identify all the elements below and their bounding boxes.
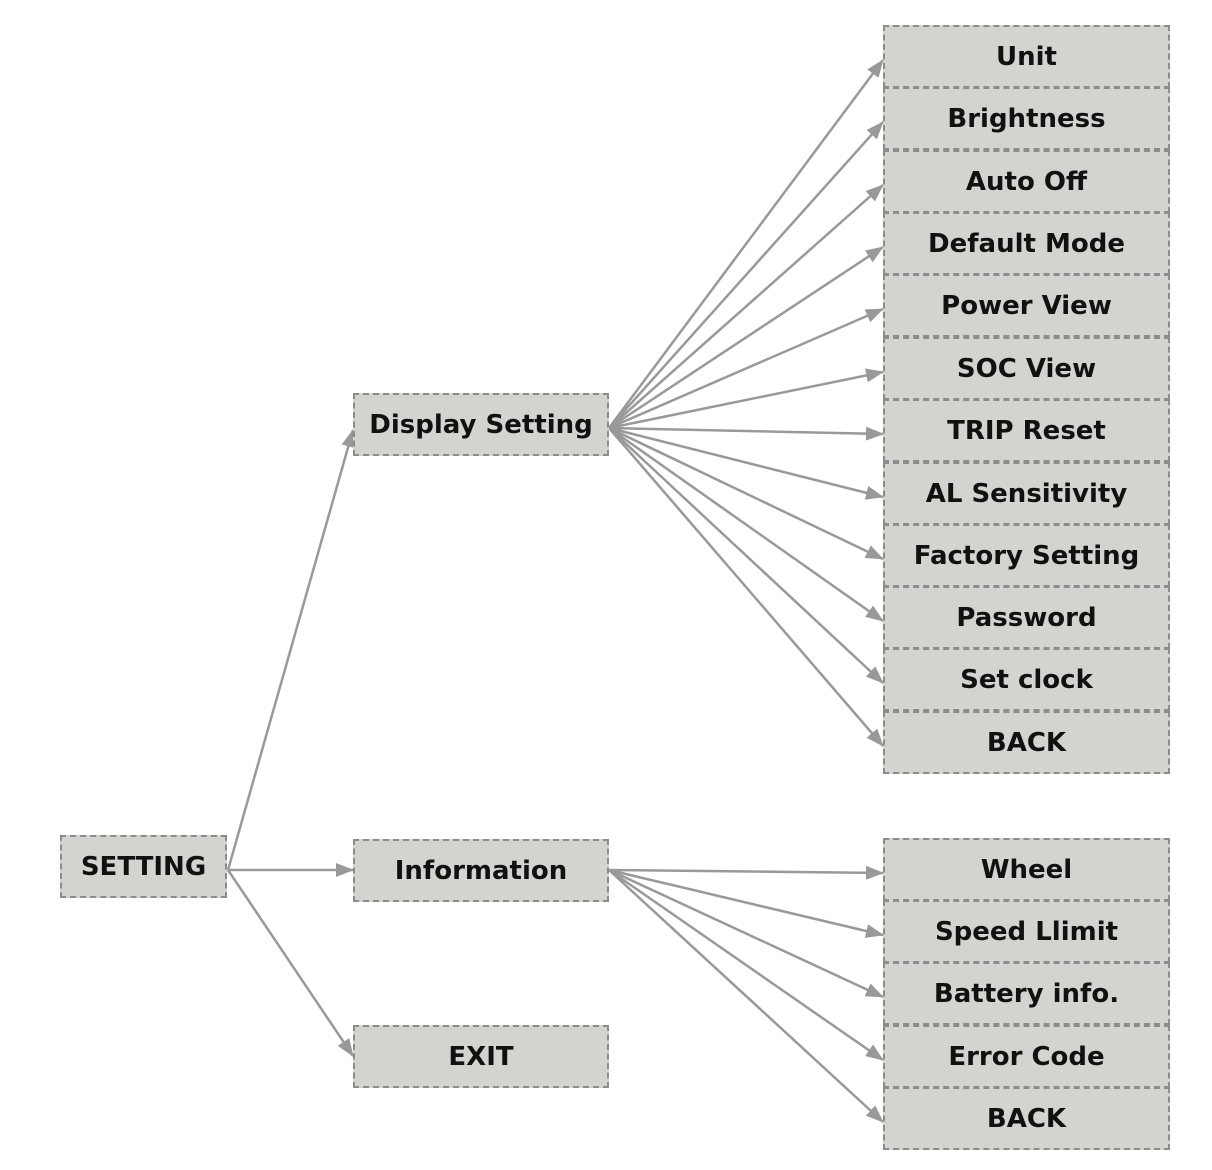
menu-item-label: SOC View (956, 353, 1097, 384)
menu-item-label: Set clock (960, 664, 1093, 695)
arrow-display-to-item-4 (608, 307, 884, 430)
menu-item-label: Speed Llimit (934, 916, 1119, 947)
arrow-display-to-item-8 (608, 426, 884, 561)
information-label: Information (394, 855, 568, 886)
arrow-setting-to-display (226, 429, 356, 871)
menu-item-auto-off[interactable]: Auto Off (883, 150, 1170, 213)
arrow-display-to-item-6 (608, 426, 884, 441)
menu-item-label: Password (956, 602, 1097, 633)
arrow-information-to-item-2 (608, 868, 884, 999)
arrow-display-to-item-5 (608, 368, 884, 430)
arrow-information-to-item-4 (608, 869, 884, 1123)
menu-item-label: Error Code (948, 1041, 1105, 1072)
menu-item-label: AL Sensitivity (925, 478, 1128, 509)
information-box[interactable]: Information (353, 839, 609, 902)
root-setting-box[interactable]: SETTING (60, 835, 227, 898)
menu-item-unit[interactable]: Unit (883, 25, 1170, 88)
display-setting-box[interactable]: Display Setting (353, 393, 609, 456)
arrow-display-to-item-9 (608, 426, 884, 623)
arrow-display-to-item-0 (607, 59, 885, 429)
menu-item-label: Auto Off (965, 166, 1088, 197)
arrow-display-to-item-10 (608, 427, 884, 684)
menu-item-label: BACK (986, 727, 1067, 758)
menu-item-label: Brightness (947, 103, 1106, 134)
menu-item-speed-limit[interactable]: Speed Llimit (883, 900, 1170, 963)
menu-item-back-display[interactable]: BACK (883, 711, 1170, 774)
menu-item-wheel[interactable]: Wheel (883, 838, 1170, 901)
root-setting-label: SETTING (80, 851, 207, 882)
menu-item-label: TRIP Reset (947, 415, 1106, 446)
exit-box[interactable]: EXIT (353, 1025, 609, 1088)
arrow-display-to-item-3 (608, 245, 884, 430)
menu-item-back-info[interactable]: BACK (883, 1087, 1170, 1150)
menu-item-label: Default Mode (928, 228, 1125, 259)
menu-item-al-sensitivity[interactable]: AL Sensitivity (883, 462, 1170, 525)
menu-item-default-mode[interactable]: Default Mode (883, 212, 1170, 275)
menu-item-factory-setting[interactable]: Factory Setting (883, 524, 1170, 587)
menu-item-power-view[interactable]: Power View (883, 274, 1170, 337)
menu-item-password[interactable]: Password (883, 586, 1170, 649)
arrow-information-to-item-0 (608, 865, 884, 880)
arrow-display-to-item-11 (608, 427, 884, 747)
arrow-information-to-item-3 (608, 868, 884, 1062)
menu-item-brightness[interactable]: Brightness (883, 87, 1170, 150)
arrow-display-to-item-1 (608, 121, 884, 429)
arrow-information-to-item-1 (608, 868, 884, 938)
menu-item-label: Power View (941, 290, 1112, 321)
display-setting-label: Display Setting (369, 409, 593, 440)
menu-item-battery-info[interactable]: Battery info. (883, 962, 1170, 1025)
menu-item-label: Unit (996, 41, 1057, 72)
menu-item-label: BACK (986, 1103, 1067, 1134)
menu-item-set-clock[interactable]: Set clock (883, 648, 1170, 711)
menu-item-label: Wheel (980, 854, 1073, 885)
exit-label: EXIT (448, 1041, 514, 1072)
menu-item-error-code[interactable]: Error Code (883, 1025, 1170, 1088)
arrow-setting-to-exit (226, 869, 355, 1057)
menu-item-label: Battery info. (933, 978, 1120, 1009)
arrow-display-to-item-2 (608, 184, 884, 429)
menu-item-soc-view[interactable]: SOC View (883, 337, 1170, 400)
menu-item-trip-reset[interactable]: TRIP Reset (883, 399, 1170, 462)
menu-item-label: Factory Setting (913, 540, 1140, 571)
arrow-display-to-item-7 (608, 426, 884, 500)
